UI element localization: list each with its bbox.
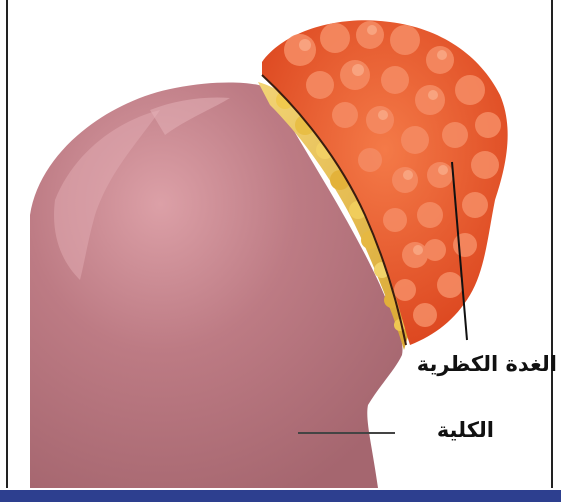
adrenal-gland-label: الغدة الكظرية: [412, 352, 557, 376]
kidney-label: الكلية: [410, 418, 494, 442]
